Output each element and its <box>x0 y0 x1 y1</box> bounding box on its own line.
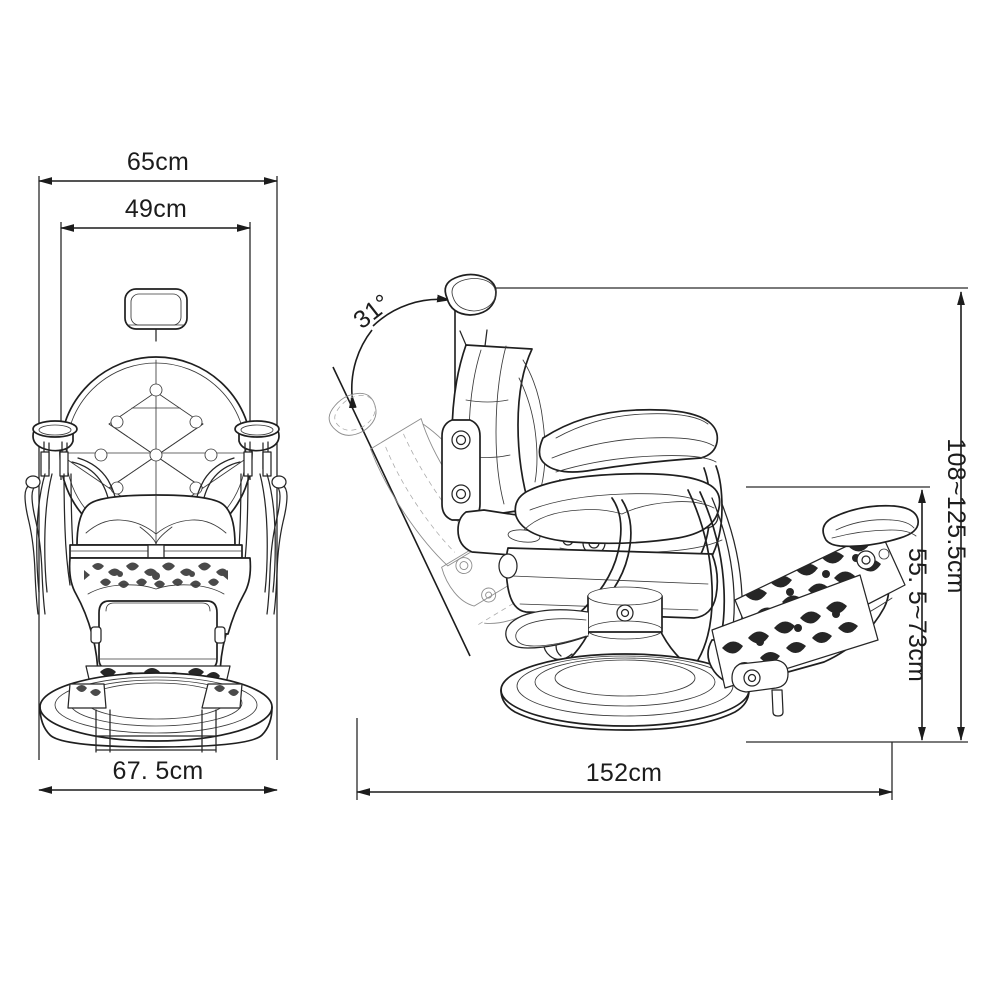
side-extension-lines <box>356 287 968 800</box>
front-armrest-left <box>24 420 118 615</box>
side-recline-bracket <box>441 419 481 521</box>
dimension-front-seat-width: 49cm <box>60 195 251 232</box>
side-footrest-pad <box>822 504 920 570</box>
dimension-front-overall-width: 65cm <box>38 148 278 185</box>
front-seat-cushion <box>69 494 243 559</box>
front-chair-drawing <box>24 288 288 753</box>
dimension-label-side-seat-height: 55. 5~73cm <box>903 548 931 682</box>
side-chair-drawing <box>441 273 920 731</box>
side-foot-ring <box>505 609 589 649</box>
front-filigree-ornament <box>84 562 228 588</box>
front-armrest-right <box>194 420 288 615</box>
dimension-front-base-width: 67. 5cm <box>38 757 278 794</box>
side-headrest <box>444 273 497 316</box>
front-view-group: 65cm 49cm 67. 5cm <box>24 148 288 794</box>
dimension-side-total-height: 108~125.5cm <box>942 291 970 741</box>
side-footrest-hinge <box>731 659 789 717</box>
dimension-side-overall-length: 152cm <box>356 759 893 796</box>
dimension-label-side-overall-length: 152cm <box>586 759 663 787</box>
dimension-side-seat-height: 55. 5~73cm <box>903 489 931 741</box>
dimension-label-front-base-width: 67. 5cm <box>112 757 203 785</box>
front-headrest <box>124 288 188 330</box>
side-legrest-assembly <box>707 504 920 717</box>
front-width-extension-lines <box>38 176 278 760</box>
side-seat-base <box>498 547 719 619</box>
dimension-label-side-total-height: 108~125.5cm <box>942 438 970 594</box>
side-view-group: 31° 152cm 108~125.5cm 55. 5~73cm <box>328 273 970 800</box>
dimension-label-front-seat-width: 49cm <box>125 195 187 223</box>
dimension-label-front-overall-width: 65cm <box>127 148 189 176</box>
front-base-feet <box>67 683 243 753</box>
front-footrest <box>90 600 226 670</box>
